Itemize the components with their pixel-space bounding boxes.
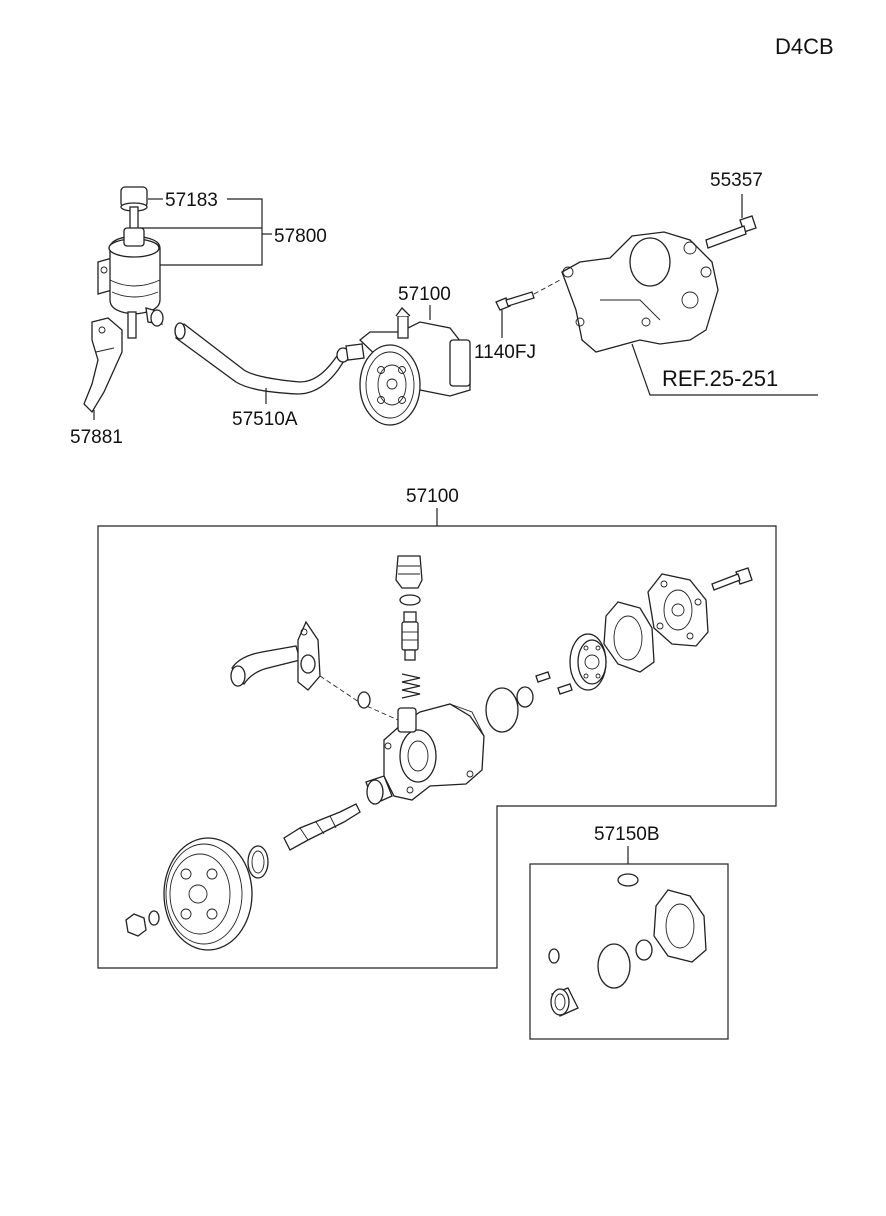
kit-o-ring-top[interactable] (617, 873, 639, 887)
kit-gasket[interactable] (653, 889, 707, 963)
kit-o-ring-small[interactable] (548, 948, 560, 964)
kit-o-ring-medium[interactable] (635, 939, 653, 961)
callout-57800: 57800 (274, 226, 327, 247)
callout-57183: 57183 (165, 190, 218, 211)
callout-57150B: 57150B (594, 824, 660, 845)
pulley-washer[interactable] (148, 910, 160, 926)
dowel-pins[interactable] (535, 671, 573, 695)
bolt-1140FJ[interactable] (495, 279, 561, 311)
callout-ref-25-251: REF.25-251 (662, 366, 778, 391)
bushing[interactable] (365, 775, 393, 805)
suction-pipe[interactable] (230, 620, 321, 691)
bracket-57881[interactable] (83, 317, 123, 414)
rear-gasket[interactable] (603, 601, 655, 673)
callout-57100-detail: 57100 (406, 486, 459, 507)
seal-kit-box-57150B (529, 863, 729, 1040)
o-ring-large[interactable] (485, 687, 519, 733)
kit-o-ring-large[interactable] (597, 943, 631, 989)
engine-code-label: D4CB (775, 34, 834, 59)
pump-assembly-57100[interactable] (345, 307, 471, 426)
top-leader-lines (93, 194, 818, 420)
cover-bolt[interactable] (711, 567, 753, 591)
shaft-seal[interactable] (247, 845, 269, 879)
reservoir-cap-57183[interactable] (120, 186, 148, 230)
rear-cover[interactable] (647, 573, 709, 647)
callout-57510A: 57510A (232, 409, 298, 430)
detail-box-57100 (97, 525, 777, 969)
o-ring-small[interactable] (516, 686, 534, 708)
kit-bushing[interactable] (550, 987, 579, 1017)
bolt-55357[interactable] (705, 215, 757, 249)
hose-57510A[interactable] (174, 322, 350, 395)
callout-1140FJ: 1140FJ (474, 342, 536, 363)
outlet-fitting[interactable] (395, 555, 423, 589)
o-ring-suction[interactable] (357, 691, 371, 709)
cam-ring-rotor[interactable] (569, 633, 607, 691)
callout-55357: 55357 (710, 170, 763, 191)
callout-57881: 57881 (70, 427, 123, 448)
valve-spring[interactable] (401, 673, 421, 699)
callout-57100-top: 57100 (398, 284, 451, 305)
drive-shaft[interactable] (283, 803, 361, 851)
pump-housing[interactable] (383, 703, 485, 801)
reservoir-57800[interactable] (97, 227, 164, 339)
o-ring-outlet[interactable] (399, 594, 421, 606)
pulley-nut[interactable] (125, 913, 147, 937)
flow-control-valve[interactable] (401, 611, 419, 661)
mounting-bracket-ref-25-251[interactable] (561, 231, 719, 353)
pulley[interactable] (163, 837, 253, 951)
